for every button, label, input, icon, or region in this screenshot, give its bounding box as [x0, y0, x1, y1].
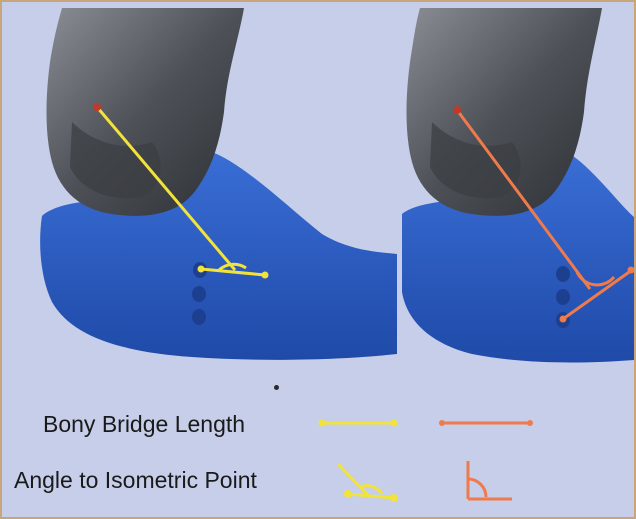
legend-orange-angle-icon: [468, 461, 512, 499]
left-origin-point: [93, 103, 101, 111]
legend-angle-label: Angle to Isometric Point: [14, 467, 257, 494]
right-hole-1: [556, 266, 570, 282]
specimen-speck: [274, 385, 279, 390]
right-bridge-start: [560, 316, 567, 323]
right-panel: [402, 8, 634, 362]
left-hole-3: [192, 309, 206, 325]
left-bridge-start: [198, 266, 205, 273]
legend-symbols: [319, 420, 534, 501]
legend-bony-bridge-label: Bony Bridge Length: [43, 411, 245, 438]
left-panel: [40, 8, 397, 360]
right-origin-point: [453, 106, 461, 114]
legend-yellow-bridge-icon: [319, 420, 398, 427]
legend-yellow-angle-icon: [338, 464, 397, 501]
left-bridge-end: [262, 272, 269, 279]
legend-orange-bridge-icon: [439, 420, 533, 426]
left-hole-2: [192, 286, 206, 302]
right-hole-2: [556, 289, 570, 305]
